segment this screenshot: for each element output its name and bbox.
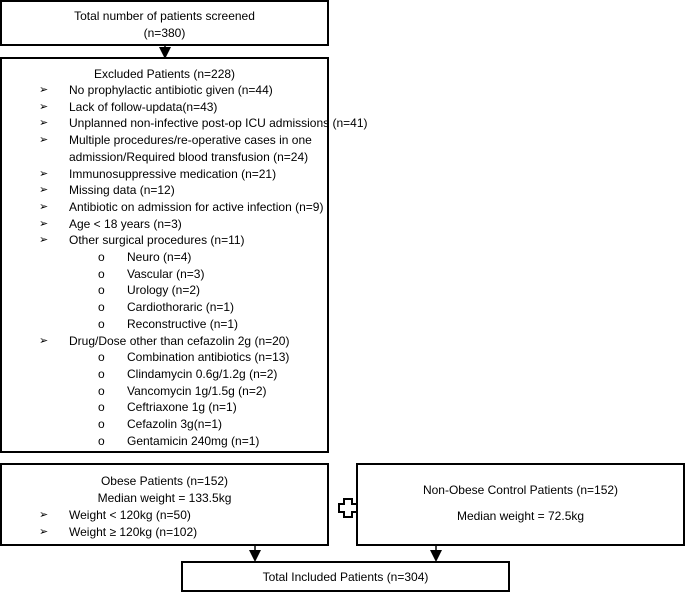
arrow-bullet-icon: ➢ — [39, 234, 49, 247]
list-item: Weight < 120kg (n=50) — [69, 508, 191, 522]
list-item: Drug/Dose other than cefazolin 2g (n=20) — [69, 333, 290, 348]
list-item: No prophylactic antibiotic given (n=44) — [69, 83, 273, 97]
list-item: Weight ≥ 120kg (n=102) — [69, 525, 198, 539]
circle-bullet-icon: o — [98, 433, 105, 448]
control-title: Non-Obese Control Patients (n=152) — [422, 483, 619, 497]
list-item: Immunosuppressive medication (n=21) — [69, 166, 277, 181]
list-item: Missing data (n=12) — [69, 183, 175, 198]
list-item: Unplanned non-infective post-op ICU admi… — [69, 116, 368, 131]
arrow-bullet-icon: ➢ — [39, 217, 49, 230]
arrow-bullet-icon: ➢ — [39, 200, 49, 213]
circle-bullet-icon: o — [98, 417, 105, 431]
circle-bullet-icon: o — [98, 283, 105, 298]
circle-bullet-icon: o — [98, 366, 105, 381]
arrow-bullet-icon: ➢ — [39, 509, 49, 521]
obese-box: Obese Patients (n=152) Median weight = 1… — [0, 463, 329, 546]
list-item: Cardiothoraric (n=1) — [127, 300, 235, 315]
arrow-bullet-icon: ➢ — [39, 167, 49, 180]
control-median: Median weight = 72.5kg — [456, 509, 585, 523]
list-item: Vascular (n=3) — [127, 266, 205, 281]
circle-bullet-icon: o — [98, 350, 105, 365]
arrow-bullet-icon: ➢ — [39, 117, 49, 130]
list-item: Gentamicin 240mg (n=1) — [127, 433, 260, 448]
screened-title: Total number of patients screened — [74, 9, 255, 23]
arrow-bullet-icon: ➢ — [39, 334, 49, 347]
list-item: Antibiotic on admission for active infec… — [69, 199, 324, 214]
circle-bullet-icon: o — [98, 266, 105, 281]
obese-median: Median weight = 133.5kg — [97, 491, 232, 505]
obese-title: Obese Patients (n=152) — [100, 474, 229, 488]
list-item: Lack of follow-updata(n=43) — [69, 99, 218, 114]
list-item: Vancomycin 1g/1.5g (n=2) — [127, 383, 267, 398]
arrow-bullet-icon: ➢ — [39, 100, 49, 113]
circle-bullet-icon: o — [98, 250, 105, 264]
list-item: Other surgical procedures (n=11) — [69, 233, 245, 248]
list-item: admission/Required blood transfusion (n=… — [69, 149, 309, 164]
arrow-bullet-icon: ➢ — [39, 134, 49, 147]
included-box: Total Included Patients (n=304) — [181, 561, 510, 592]
arrow-bullet-icon: ➢ — [39, 84, 49, 96]
circle-bullet-icon: o — [98, 316, 105, 331]
list-item: Clindamycin 0.6g/1.2g (n=2) — [127, 366, 278, 381]
circle-bullet-icon: o — [98, 383, 105, 398]
list-item: Age < 18 years (n=3) — [69, 216, 182, 231]
list-item: Urology (n=2) — [127, 283, 201, 298]
list-item: Ceftriaxone 1g (n=1) — [127, 400, 237, 415]
circle-bullet-icon: o — [98, 400, 105, 415]
arrow-bullet-icon: ➢ — [39, 184, 49, 197]
included-title: Total Included Patients (n=304) — [262, 570, 429, 584]
excluded-title: Excluded Patients (n=228) — [93, 67, 236, 81]
screened-count: (n=380) — [143, 26, 186, 40]
list-item: Combination antibiotics (n=13) — [127, 350, 290, 365]
list-item: Multiple procedures/re-operative cases i… — [69, 133, 312, 148]
screened-box: Total number of patients screened (n=380… — [0, 0, 329, 46]
control-box: Non-Obese Control Patients (n=152) Media… — [356, 463, 685, 546]
list-item: Reconstructive (n=1) — [127, 316, 239, 331]
circle-bullet-icon: o — [98, 300, 105, 315]
list-item: Cefazolin 3g(n=1) — [127, 417, 223, 431]
excluded-box: Excluded Patients (n=228) ➢ No prophylact… — [0, 57, 368, 453]
arrow-bullet-icon: ➢ — [39, 526, 49, 538]
list-item: Neuro (n=4) — [127, 250, 192, 264]
plus-icon — [338, 498, 358, 518]
